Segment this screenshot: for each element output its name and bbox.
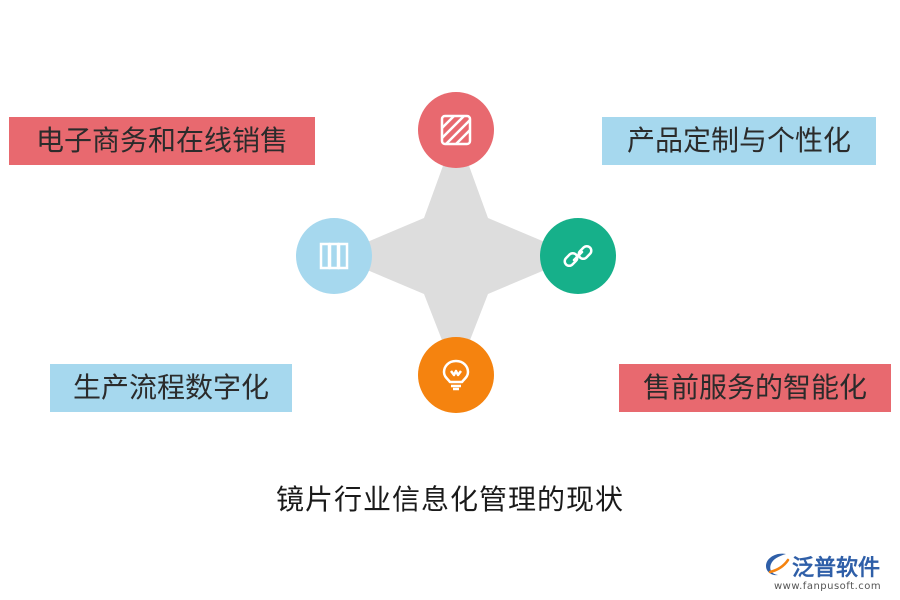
link-icon xyxy=(563,244,593,268)
diagram-title: 镜片行业信息化管理的现状 xyxy=(275,483,624,516)
hatched-square-icon xyxy=(440,114,472,146)
lightbulb-icon xyxy=(442,359,470,391)
brand-logo: 泛普软件 www.fanpusoft.com xyxy=(760,550,900,598)
logo-name: 泛普软件 xyxy=(792,556,881,581)
bottom-circle xyxy=(418,337,494,413)
right-circle xyxy=(540,218,616,294)
left-circle xyxy=(296,218,372,294)
label-production-digitization: 生产流程数字化 xyxy=(50,364,292,412)
top-circle xyxy=(418,92,494,168)
binders-icon xyxy=(319,242,349,270)
label-ecommerce-online-sales: 电子商务和在线销售 xyxy=(9,117,315,165)
logo-url: www.fanpusoft.com xyxy=(774,581,882,592)
label-product-customization: 产品定制与个性化 xyxy=(602,117,876,165)
label-presales-intelligence: 售前服务的智能化 xyxy=(619,364,891,412)
logo-mark-icon xyxy=(766,553,790,576)
